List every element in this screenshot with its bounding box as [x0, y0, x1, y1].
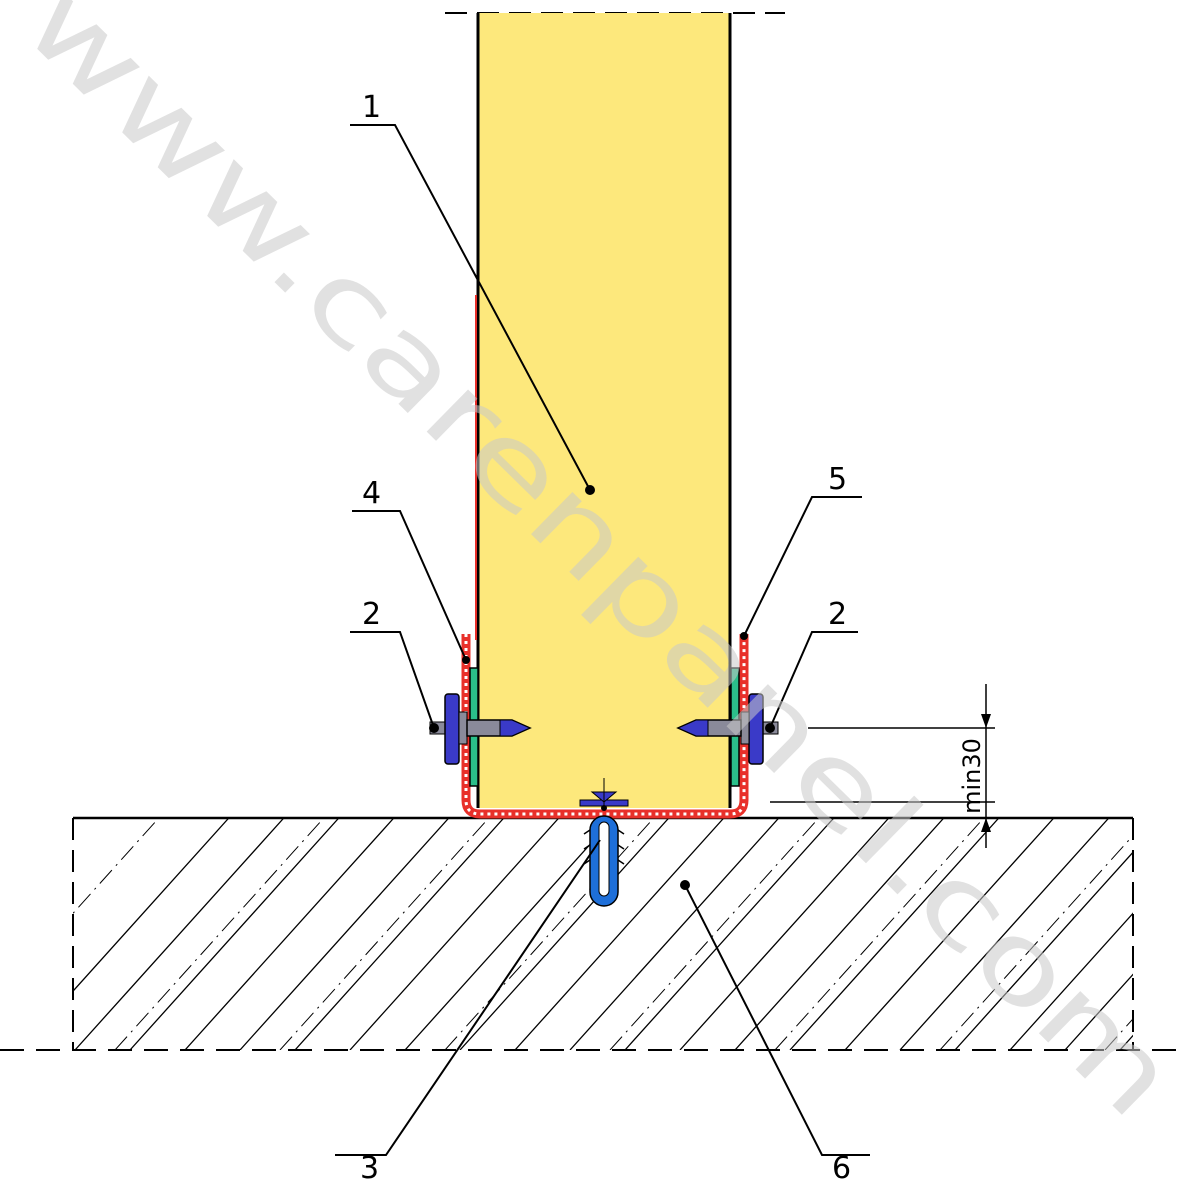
dimension-label: min30 — [958, 738, 986, 814]
callout-label-1: 1 — [362, 90, 381, 125]
dimension-min30: min30 — [770, 684, 995, 848]
base-flashing — [461, 634, 749, 819]
callout-label-2-left: 2 — [362, 597, 381, 632]
self-drilling-screw-left — [429, 693, 532, 765]
anchor-bolt — [579, 778, 629, 907]
callout-label-4: 4 — [362, 476, 381, 511]
callout-dots — [462, 485, 748, 890]
sandwich-panel — [475, 13, 732, 808]
callout-label-3: 3 — [360, 1151, 379, 1183]
self-drilling-screw-right — [676, 693, 779, 765]
callout-label-6: 6 — [832, 1151, 851, 1183]
callout-label-2-right: 2 — [828, 597, 847, 632]
callout-label-5: 5 — [828, 462, 847, 497]
slab-hatching — [73, 818, 1133, 1050]
callout-leaders — [335, 124, 870, 1156]
